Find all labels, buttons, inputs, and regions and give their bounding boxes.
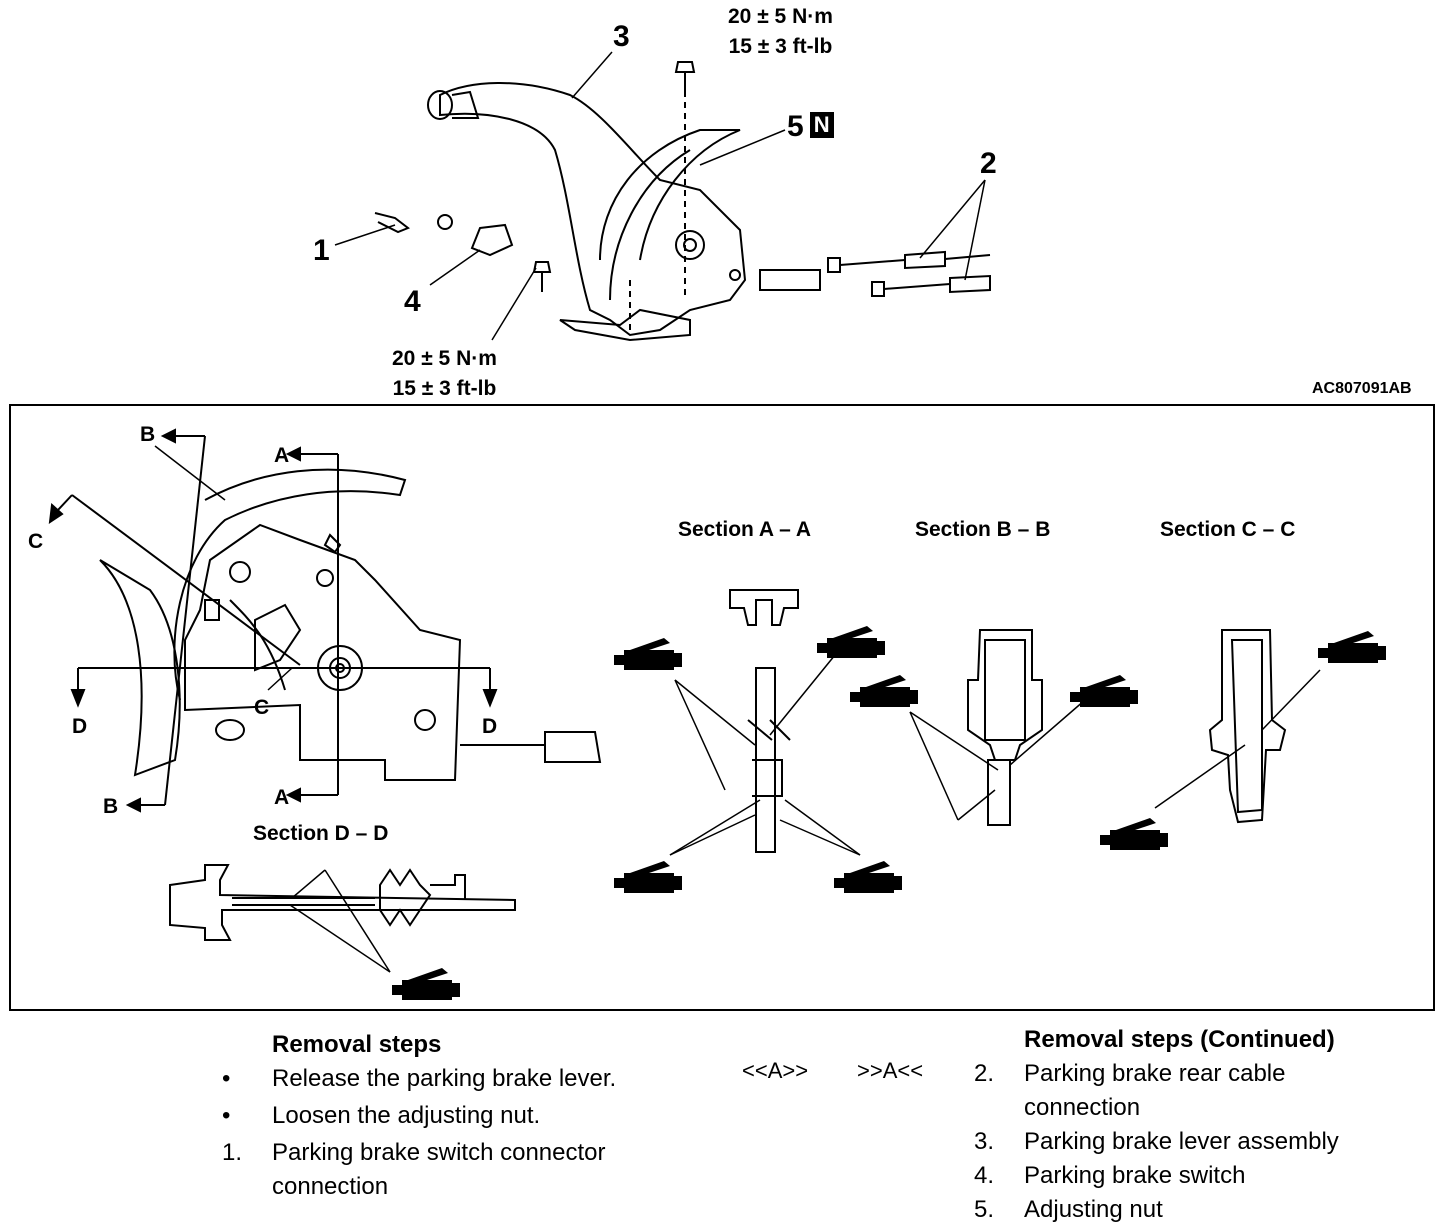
list-item: 4. Parking brake switch [974, 1159, 1404, 1193]
torque-top-nm: 20 ± 5 N·m [728, 5, 833, 28]
grease-icon [614, 861, 682, 893]
list-item: 1. Parking brake switch connector connect… [222, 1136, 702, 1204]
removal-service-point-mark: <<A>> [742, 1058, 809, 1083]
section-letter-a-bottom: A [274, 786, 290, 809]
step-marker: 5. [974, 1196, 995, 1223]
callout-5-number: 5 [787, 110, 804, 143]
step-text: Parking brake rear cable connection [1024, 1060, 1286, 1121]
removal-steps-right: Removal steps (Continued) 2. Parking brak… [974, 1023, 1404, 1227]
torque-top-ftlb: 15 ± 3 ft-lb [728, 35, 833, 58]
detail-bracket [184, 523, 462, 781]
grease-icon [1100, 818, 1168, 850]
grease-icon [834, 861, 902, 893]
list-item: • Loosen the adjusting nut. [222, 1099, 702, 1133]
step-text: Parking brake switch connector connectio… [272, 1139, 606, 1200]
step-text: Parking brake lever assembly [1024, 1128, 1339, 1155]
ratchet-arc [599, 129, 741, 261]
list-item: 3. Parking brake lever assembly [974, 1125, 1404, 1159]
section-dd-profile [169, 864, 516, 941]
grease-icon [817, 626, 885, 658]
section-letter-c-left: C [28, 530, 44, 553]
step-text: Parking brake switch [1024, 1162, 1246, 1189]
detail-inset [9, 404, 1435, 1011]
grease-icon [614, 638, 682, 670]
step-marker: 1. [222, 1139, 243, 1166]
grease-icon [392, 968, 460, 1000]
torque-bottom-nm: 20 ± 5 N·m [392, 347, 497, 370]
torque-bottom-ftlb: 15 ± 3 ft-lb [392, 377, 497, 400]
non-reusable-badge: N [809, 112, 834, 138]
grease-icon [1070, 675, 1138, 707]
section-letter-c-mid: C [254, 696, 270, 719]
callout-4: 4 [404, 285, 421, 318]
section-cc-clip [1208, 629, 1287, 824]
callout-3: 3 [613, 20, 630, 53]
step-text: Release the parking brake lever. [272, 1065, 617, 1092]
exploded-view-drawing [334, 51, 991, 342]
grease-icon [1318, 631, 1386, 663]
section-dd-title: Section D – D [253, 822, 389, 845]
section-letter-b-bottom: B [103, 795, 119, 818]
step-text: Loosen the adjusting nut. [272, 1102, 541, 1129]
list-item: 5. Adjusting nut [974, 1193, 1404, 1227]
grease-symbols [392, 626, 1386, 1000]
step-marker: • [222, 1102, 231, 1129]
grease-icon [850, 675, 918, 707]
section-aa-profile [755, 667, 776, 853]
detail-ratchet-outer [173, 468, 407, 701]
section-cc-title: Section C – C [1160, 518, 1296, 541]
step-marker: 2. [974, 1060, 995, 1087]
step-marker: • [222, 1065, 231, 1092]
removal-steps-continued-heading: Removal steps (Continued) [1024, 1026, 1335, 1053]
torque-spec-bottom: 20 ± 5 N·m 15 ± 3 ft-lb [392, 344, 497, 404]
list-item: 2. Parking brake rear cable connection [974, 1057, 1404, 1125]
callout-2: 2 [980, 147, 997, 180]
section-letter-a-top: A [274, 444, 290, 467]
list-item: • Release the parking brake lever. [222, 1062, 702, 1096]
section-bb-title: Section B – B [915, 518, 1051, 541]
section-aa-title: Section A – A [678, 518, 812, 541]
section-letter-d-left: D [72, 715, 88, 738]
torque-spec-top: 20 ± 5 N·m 15 ± 3 ft-lb [728, 2, 833, 62]
step-text: Adjusting nut [1024, 1196, 1163, 1223]
removal-steps-left: Removal steps • Release the parking brake… [222, 1028, 702, 1204]
step-marker: 3. [974, 1128, 995, 1155]
callout-1: 1 [313, 234, 330, 267]
installation-service-point-mark: >>A<< [857, 1058, 924, 1083]
figure-reference: AC807091AB [1312, 380, 1412, 397]
section-letter-d-right: D [482, 715, 498, 738]
removal-steps-heading: Removal steps [272, 1031, 442, 1058]
step-marker: 4. [974, 1162, 995, 1189]
section-letter-b-top: B [140, 423, 156, 446]
lever-body [439, 82, 747, 337]
section-aa-clip [729, 589, 799, 626]
